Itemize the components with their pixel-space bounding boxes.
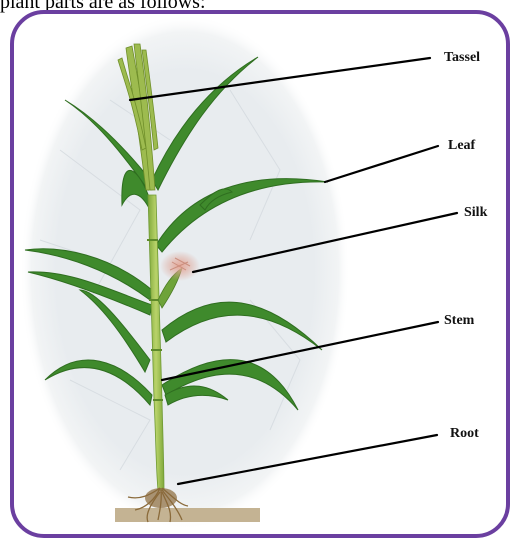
root-label: Root (450, 426, 479, 442)
leaf-leader-line (325, 146, 438, 182)
silk-label: Silk (464, 205, 487, 221)
root-mass (145, 488, 177, 508)
tassel-label: Tassel (444, 50, 480, 66)
leaf-label: Leaf (448, 138, 475, 154)
stem-label: Stem (444, 313, 474, 329)
